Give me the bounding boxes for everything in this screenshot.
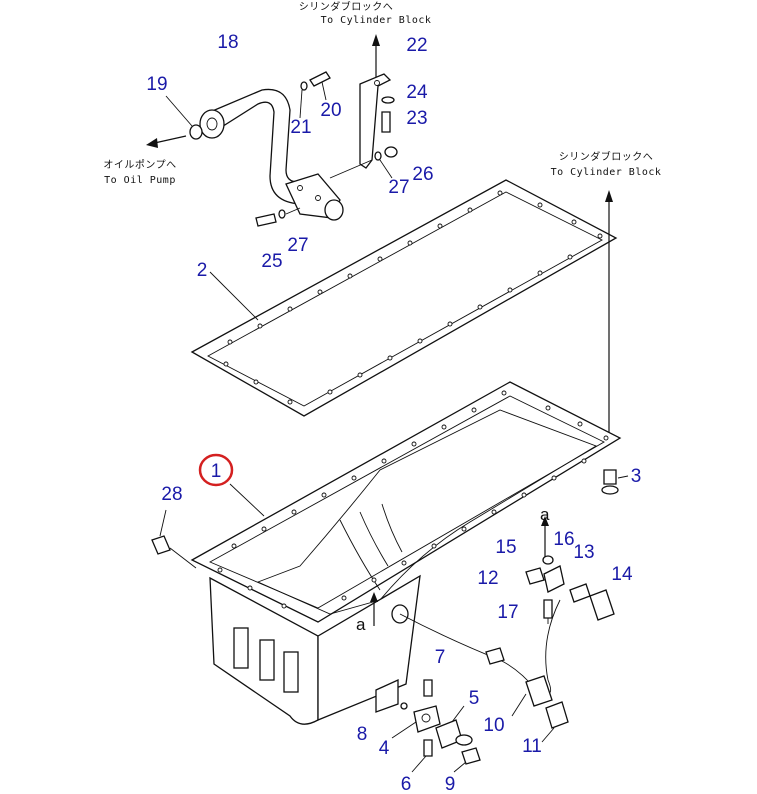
pipe-outlet [324,199,344,221]
callout-18: 18 [217,32,238,53]
pan-rib-1 [233,627,249,669]
connector-14 [589,589,615,621]
reference-a-lower: a [356,615,366,634]
callout-26: 26 [412,164,433,185]
gasket-inner-edge [207,191,603,407]
callout-14: 14 [611,564,633,585]
washer-21 [300,81,308,91]
leader-1 [229,483,265,517]
pan-rib-3 [283,651,299,693]
callout-11: 11 [522,736,542,757]
callout-21: 21 [290,117,311,138]
callout-1: 1 [211,461,222,482]
fitting-5 [455,734,473,746]
pan-flange-outline [190,381,622,623]
washer-27-upper [374,151,382,161]
bolt-20 [309,71,331,87]
o-ring-19 [189,124,203,140]
arrow-up-icon-right [605,190,613,202]
sensor-10 [525,675,553,707]
clip-12 [525,567,545,585]
callout-27-lower: 27 [287,235,308,256]
drain-plug-28 [151,509,197,569]
bolt-3 [601,469,629,495]
bolt-9 [461,747,481,765]
callout-13: 13 [573,542,594,563]
washer-27-lower [278,209,286,219]
note-oil-pump-en: To Oil Pump [104,175,176,186]
washer-24 [381,96,395,104]
pin-7 [423,679,433,697]
callout-15: 15 [495,537,516,558]
note-cylinder-right-en: To Cylinder Block [551,167,662,178]
bolt-17 [543,599,553,619]
callout-12: 12 [477,568,498,589]
lower-small-parts [391,679,481,773]
callout-5: 5 [469,688,480,709]
callout-17: 17 [497,602,518,623]
callout-23: 23 [406,108,427,129]
callout-28: 28 [161,484,182,505]
clamp-16 [543,565,565,593]
sensor-11 [545,701,569,729]
gasket-outline [190,179,618,417]
sensor-harness-group [399,516,615,743]
callout-4: 4 [379,738,390,759]
callout-9: 9 [445,774,456,794]
note-cylinder-right-jp: シリンダブロックへ [559,150,654,163]
callout-27-upper: 27 [388,177,409,198]
callout-22: 22 [406,35,427,56]
bolt-25 [255,213,277,227]
callout-16: 16 [553,529,574,550]
callout-6: 6 [401,774,412,794]
gasket-bolt-holes [223,190,603,405]
gasket-2 [190,179,618,417]
arrow-up-icon [372,34,380,46]
note-cylinder-top-jp: シリンダブロックへ [299,0,394,13]
bolt-6 [423,739,433,757]
bolt-23 [381,111,391,133]
pan-well [256,409,598,615]
pan-rib-2 [259,639,275,681]
callout-2: 2 [197,260,208,281]
highlight-ring [198,453,234,487]
leader-2 [209,271,259,321]
washer-8 [400,702,408,710]
connector-13 [569,583,591,603]
callout-7: 7 [435,647,446,668]
callout-20: 20 [320,100,341,121]
oil-pan-1 [190,381,622,725]
callout-10: 10 [483,715,504,736]
callout-19: 19 [146,74,167,95]
nut-26 [384,146,398,158]
suction-pipe-assembly [146,34,398,227]
note-oil-pump-jp: オイルポンプへ [103,159,176,171]
reference-a-upper: a [540,505,550,524]
callout-24: 24 [406,82,428,103]
callout-25: 25 [261,251,282,272]
callout-3: 3 [631,466,642,487]
callout-8: 8 [357,724,368,745]
nut-15 [542,555,554,565]
note-cylinder-top-en: To Cylinder Block [321,15,432,26]
harness-cable [399,613,537,691]
arrow-left-icon [146,138,158,148]
pan-bolt-holes [217,390,609,609]
pan-bracket-8 [375,678,399,713]
